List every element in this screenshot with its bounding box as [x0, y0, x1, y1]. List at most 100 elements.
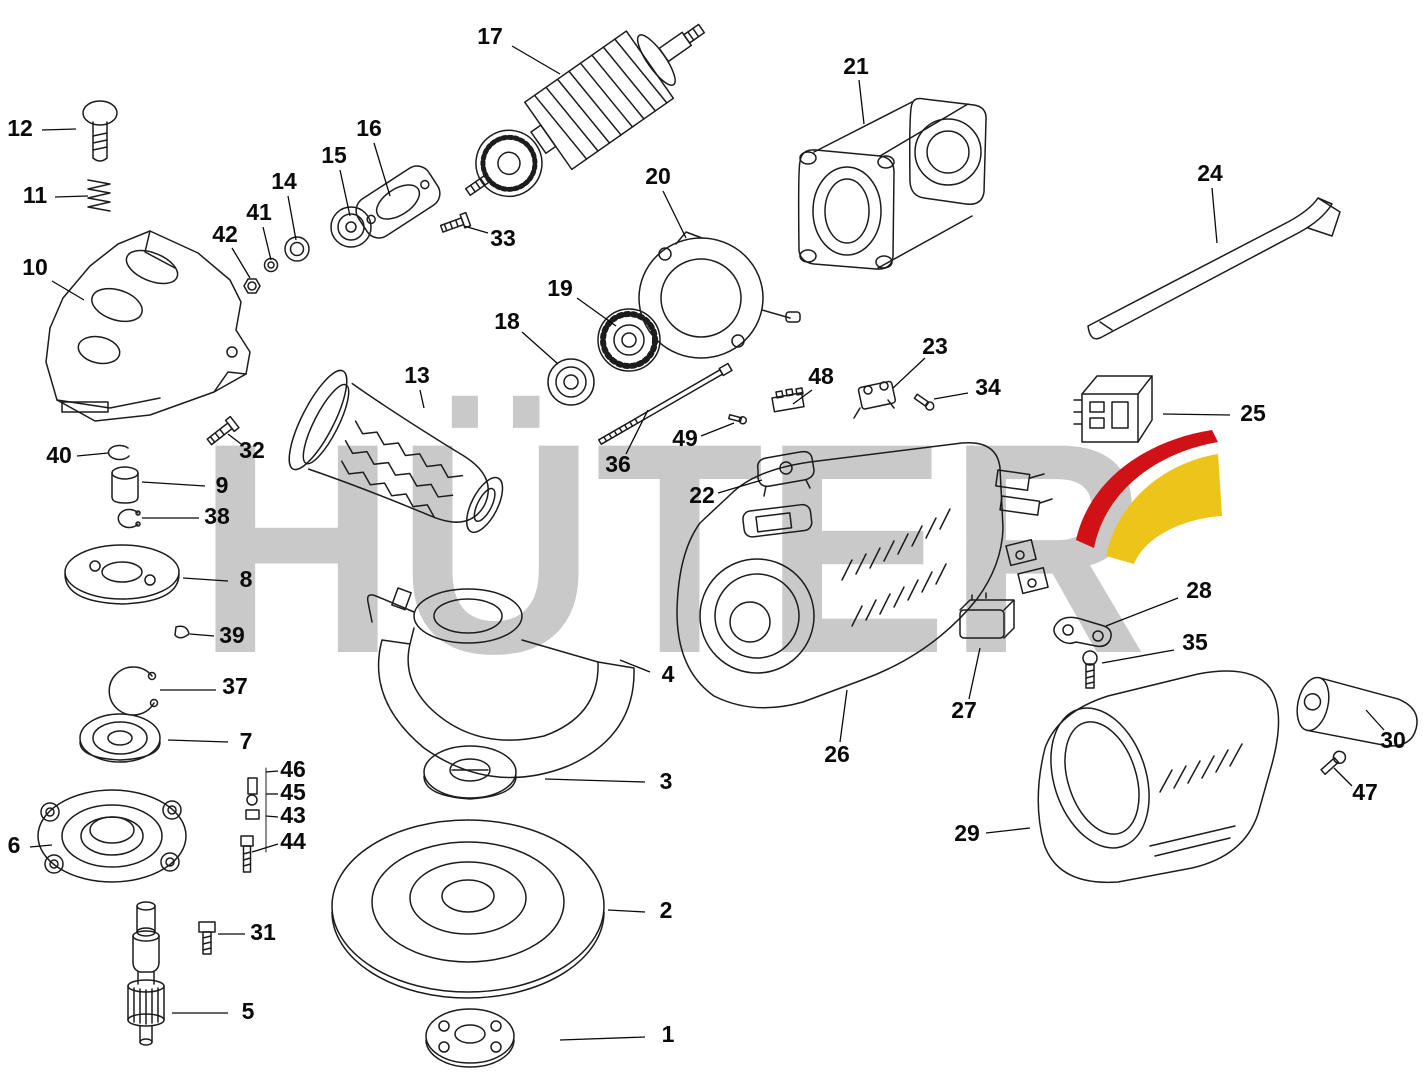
logo-yellow-swoosh — [1106, 454, 1222, 564]
part-41-washer — [263, 257, 279, 273]
part-38-circlip — [117, 508, 141, 529]
leader-line-15 — [339, 169, 351, 217]
leader-line-16 — [373, 142, 391, 197]
part-label-47: 47 — [1352, 779, 1378, 805]
part-label-10: 10 — [22, 254, 48, 280]
part-21-stator — [797, 97, 987, 270]
part-18-bearing — [547, 358, 595, 406]
part-label-43: 43 — [280, 802, 306, 828]
part-label-41: 41 — [246, 199, 272, 225]
part-31-screw — [198, 921, 216, 955]
leader-line-20 — [662, 190, 687, 239]
part-label-11: 11 — [23, 182, 48, 208]
part-label-6: 6 — [8, 832, 21, 858]
leader-line-4 — [619, 659, 651, 673]
leader-line-48 — [792, 389, 813, 405]
part-5-spindle — [127, 901, 165, 1046]
part-9-sleeve — [111, 466, 139, 504]
leader-line-25 — [1162, 413, 1231, 416]
part-label-16: 16 — [356, 115, 382, 141]
part-label-20: 20 — [645, 163, 671, 189]
part-27-capacitor — [959, 592, 1015, 639]
leader-line-26 — [839, 689, 848, 743]
part-label-4: 4 — [662, 661, 675, 687]
leader-line-11 — [54, 195, 89, 198]
part-11-spring — [87, 179, 111, 212]
part-33-screw — [439, 211, 472, 233]
part-14-spacer — [284, 236, 310, 262]
leader-line-32 — [227, 433, 242, 445]
leader-line-22 — [717, 479, 763, 494]
leader-line-7 — [167, 739, 229, 743]
part-label-37: 37 — [222, 673, 248, 699]
part-label-15: 15 — [321, 142, 347, 168]
part-label-5: 5 — [242, 998, 255, 1024]
leader-line-12 — [41, 128, 77, 131]
leader-line-33 — [463, 225, 489, 234]
leader-line-36 — [625, 409, 649, 455]
part-7-bearing — [79, 713, 161, 763]
part-label-36: 36 — [605, 451, 631, 477]
leader-line-43 — [265, 815, 279, 818]
part-label-46: 46 — [280, 756, 306, 782]
leader-line-8 — [182, 577, 229, 582]
part-label-7: 7 — [240, 728, 253, 754]
part-label-21: 21 — [843, 53, 869, 79]
part-label-35: 35 — [1182, 629, 1208, 655]
part-12-bolt — [82, 100, 118, 162]
part-label-25: 25 — [1240, 400, 1266, 426]
leader-line-14 — [287, 195, 297, 241]
part-label-28: 28 — [1186, 577, 1212, 603]
part-17-armature — [464, 23, 706, 198]
part-23-switch-part — [853, 380, 897, 419]
part-10-gear-housing — [45, 230, 251, 422]
part-label-38: 38 — [204, 503, 230, 529]
leader-line-46 — [265, 770, 279, 773]
part-label-18: 18 — [494, 308, 520, 334]
part-label-40: 40 — [46, 442, 72, 468]
leader-line-1 — [559, 1036, 646, 1041]
part-4-wheel-guard — [366, 587, 635, 779]
part-8-gear — [64, 544, 180, 605]
part-label-32: 32 — [239, 437, 265, 463]
part-label-9: 9 — [216, 472, 229, 498]
leader-line-42 — [231, 247, 251, 279]
part-35-screw — [1082, 650, 1098, 689]
part-39-key — [174, 625, 190, 639]
part-29-rear-cover — [1037, 670, 1280, 884]
leader-line-17 — [511, 45, 561, 75]
part-label-31: 31 — [250, 919, 276, 945]
part-37-circlip — [108, 666, 159, 716]
leader-line-28 — [1105, 597, 1179, 627]
leader-line-49 — [700, 422, 735, 437]
part-label-44: 44 — [280, 828, 306, 854]
part-40-circlip — [107, 444, 130, 461]
part-19-pinion-bearing — [597, 308, 661, 372]
leader-line-29 — [985, 827, 1031, 834]
part-label-2: 2 — [660, 897, 673, 923]
leader-line-44 — [251, 843, 279, 853]
leader-line-6 — [29, 844, 53, 848]
leader-line-47 — [1333, 767, 1353, 787]
part-label-3: 3 — [660, 768, 673, 794]
part-label-12: 12 — [7, 115, 33, 141]
leader-line-9 — [141, 481, 206, 487]
part-group-43-46-lock-parts — [240, 767, 267, 873]
part-label-42: 42 — [212, 221, 238, 247]
part-47-screw — [1320, 750, 1347, 776]
part-28-link-plate — [1053, 616, 1112, 648]
part-2-grinding-wheel — [331, 819, 605, 999]
part-label-30: 30 — [1380, 727, 1406, 753]
leader-line-10 — [51, 280, 85, 301]
part-label-33: 33 — [490, 225, 516, 251]
part-label-29: 29 — [954, 820, 980, 846]
part-32-screw — [206, 415, 240, 446]
leader-line-19 — [576, 297, 617, 327]
part-1-outer-flange — [425, 1008, 515, 1068]
leader-line-21 — [858, 79, 865, 125]
part-30-handle-grip — [1296, 676, 1418, 747]
part-label-45: 45 — [280, 779, 306, 805]
part-label-19: 19 — [547, 275, 573, 301]
